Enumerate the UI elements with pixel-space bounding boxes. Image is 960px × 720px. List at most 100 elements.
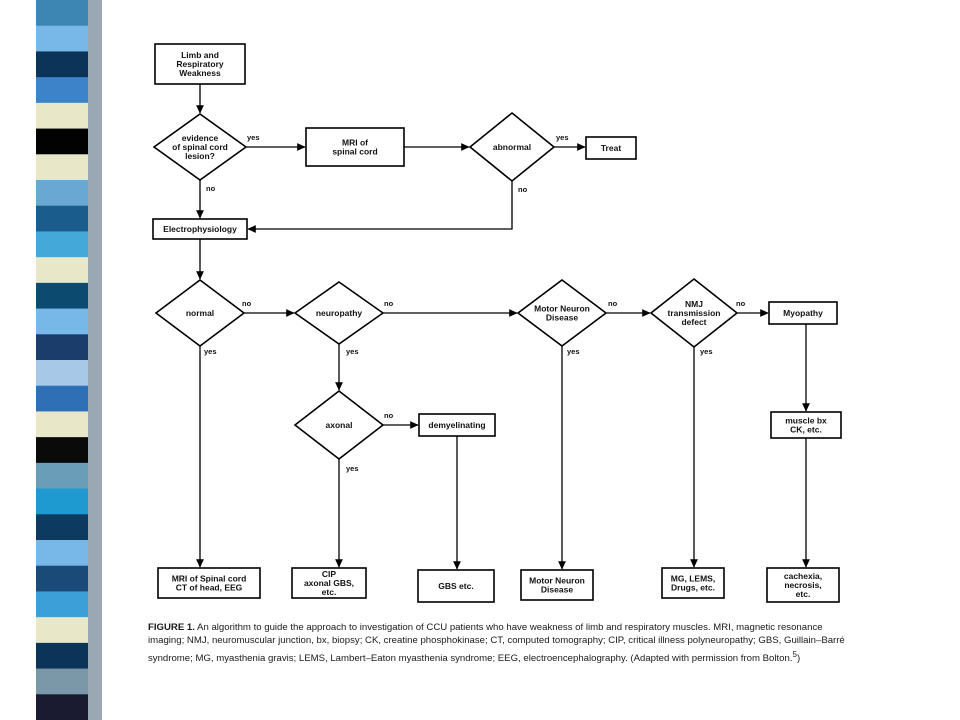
node-label: etc. xyxy=(796,589,811,599)
figure-caption: FIGURE 1. An algorithm to guide the appr… xyxy=(148,621,848,665)
edge-label-no: no xyxy=(736,299,746,308)
node-label: Disease xyxy=(546,313,578,323)
stripe-block xyxy=(36,360,88,387)
node-label: Disease xyxy=(541,585,573,595)
edge-abnormal-no-electro xyxy=(247,181,513,233)
node-label: MRI of xyxy=(342,137,368,147)
stripe-shadow xyxy=(88,0,102,720)
node-box xyxy=(157,567,261,599)
stripe-block xyxy=(36,591,88,618)
node-label: Limb and xyxy=(181,50,219,60)
stripe-block xyxy=(36,668,88,695)
stripe-block xyxy=(36,540,88,567)
node-label: Electrophysiology xyxy=(163,224,237,234)
stripe-block xyxy=(36,385,88,413)
edge-label-no: no xyxy=(384,299,394,308)
node-box xyxy=(766,567,840,603)
edge-label-yes: yes xyxy=(556,133,569,142)
node-normal: normal xyxy=(154,279,246,347)
node-box xyxy=(305,127,405,167)
node-treat: Treat xyxy=(585,136,637,160)
stripe-block xyxy=(36,154,88,181)
node-out-mg: MG, LEMS,Drugs, etc. xyxy=(661,567,725,599)
edge-label-no: no xyxy=(518,185,528,194)
stripe-block xyxy=(36,257,88,284)
node-box xyxy=(661,567,725,599)
node-box xyxy=(520,569,594,601)
node-label: axonal xyxy=(326,420,353,430)
node-axonal: axonal xyxy=(293,389,385,461)
stripe-block xyxy=(36,282,88,310)
stripe-block xyxy=(36,180,88,207)
stripe-block xyxy=(36,51,88,78)
caption-label: FIGURE 1. xyxy=(148,622,195,633)
node-out-cachexia: cachexia,necrosis,etc. xyxy=(766,567,840,603)
decision-diamond xyxy=(649,277,739,349)
node-label: MG, LEMS, xyxy=(671,573,715,583)
node-label: cachexia, xyxy=(784,571,822,581)
node-label: Weakness xyxy=(179,68,221,78)
stripe-block xyxy=(36,514,88,541)
caption-tail: ) xyxy=(796,653,801,664)
node-label: normal xyxy=(186,308,214,318)
node-label: muscle bx xyxy=(785,415,827,425)
stripe-block xyxy=(36,462,88,490)
node-label: Motor Neuron xyxy=(534,303,590,313)
node-label: neuropathy xyxy=(316,308,363,318)
edge-label-no: no xyxy=(608,299,618,308)
node-label: evidence xyxy=(182,133,219,143)
decorative-stripe xyxy=(36,0,102,720)
edge-label-yes: yes xyxy=(346,347,359,356)
node-out-gbs: GBS etc. xyxy=(417,569,495,603)
node-abnormal: abnormal xyxy=(468,111,556,183)
stripe-block xyxy=(36,102,88,130)
edge-label-yes: yes xyxy=(700,347,713,356)
stripe-block xyxy=(36,565,88,593)
stripe-block xyxy=(36,694,88,720)
node-box xyxy=(418,413,496,437)
decision-diamond xyxy=(468,111,556,183)
stripe-block xyxy=(36,205,88,233)
node-label: MRI of Spinal cord xyxy=(172,573,247,583)
edge-label-yes: yes xyxy=(247,133,260,142)
node-label: transmission xyxy=(668,308,721,318)
edge-label-no: no xyxy=(242,299,252,308)
decision-diamond xyxy=(516,279,608,347)
node-box xyxy=(154,43,246,85)
node-label: Respiratory xyxy=(176,59,224,69)
node-label: of spinal cord xyxy=(172,142,228,152)
caption-text: An algorithm to guide the approach to in… xyxy=(148,622,845,664)
node-electro: Electrophysiology xyxy=(152,218,248,240)
caption-ref: 5 xyxy=(792,649,797,659)
stripe-block xyxy=(36,308,88,335)
stripe-block xyxy=(36,642,88,670)
node-box xyxy=(152,218,248,240)
stripe-block xyxy=(36,437,88,464)
decision-diamond xyxy=(152,113,248,181)
node-neuropathy: neuropathy xyxy=(293,281,385,345)
stripe-block xyxy=(36,334,88,361)
decision-diamond xyxy=(293,389,385,461)
edge-label-no: no xyxy=(206,184,216,193)
edge-label-yes: yes xyxy=(346,464,359,473)
node-box xyxy=(770,411,842,439)
node-label: GBS etc. xyxy=(438,581,473,591)
node-label: Myopathy xyxy=(783,308,823,318)
stripe-block xyxy=(36,0,88,27)
node-label: demyelinating xyxy=(428,420,485,430)
stripe-block xyxy=(36,25,88,53)
node-label: etc. xyxy=(322,587,337,597)
stripe-block xyxy=(36,77,88,104)
node-myopathy: Myopathy xyxy=(768,301,838,325)
node-label: Motor Neuron xyxy=(529,575,585,585)
edge-label-yes: yes xyxy=(204,347,217,356)
stripe-block xyxy=(36,231,88,258)
